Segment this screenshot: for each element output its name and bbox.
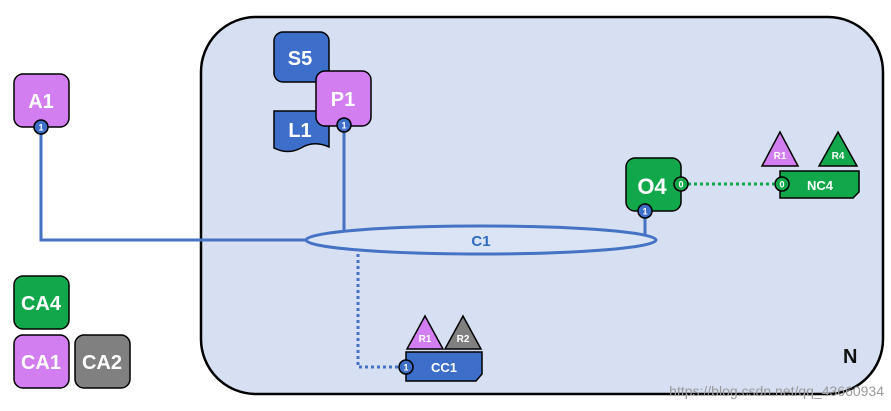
nc4-tag-r1-label: R1 [774, 151, 787, 162]
l1-label: L1 [288, 120, 311, 142]
cc1-node[interactable]: R1 R2 CC1 1 [398, 314, 483, 382]
p1-label: P1 [331, 89, 355, 111]
s5-node[interactable]: S5 [273, 31, 330, 83]
watermark-text: https://blog.csdn.net/qq_43660934 [669, 383, 884, 399]
c1-ring-label: C1 [471, 233, 490, 250]
o4-node[interactable]: O4 0 1 [625, 157, 689, 219]
o4-port-right-number: 0 [678, 180, 683, 190]
a1-to-c1-link [39, 130, 306, 242]
a1-node[interactable]: A1 1 [13, 73, 70, 135]
c1-ring[interactable] [304, 224, 658, 256]
nc4-tag-r1-triangle [760, 130, 800, 167]
cc1-tag-r1-triangle [405, 314, 445, 350]
legend-ca4-label: CA4 [21, 293, 62, 315]
o4-port-bottom-number: 1 [642, 207, 647, 217]
nc4-node[interactable]: R1 R4 NC4 0 [760, 130, 860, 199]
nc4-port-number: 0 [779, 180, 784, 190]
cc1-tag-r2-label: R2 [457, 334, 470, 345]
nc4-label: NC4 [807, 178, 834, 193]
o4-label: O4 [637, 174, 667, 199]
p1-port-number: 1 [341, 121, 346, 131]
cc1-port-number: 1 [403, 363, 408, 373]
legend-ca1-label: CA1 [21, 352, 61, 374]
p1-port[interactable] [336, 117, 352, 133]
legend-ca2[interactable]: CA2 [74, 334, 131, 389]
p1-node[interactable]: P1 1 [315, 70, 372, 133]
cc1-label: CC1 [431, 360, 457, 375]
o4-port-right[interactable] [673, 176, 689, 192]
a1-label: A1 [28, 91, 54, 113]
cc1-tag-r1-label: R1 [419, 334, 432, 345]
a1-port[interactable] [33, 119, 49, 135]
nc4-port[interactable] [774, 176, 790, 192]
l1-node[interactable]: L1 [273, 110, 330, 153]
network-label: N [843, 346, 857, 368]
legend-ca1[interactable]: CA1 [13, 334, 70, 389]
a1-port-number: 1 [38, 123, 43, 133]
nc4-tag-r4-label: R4 [832, 151, 845, 162]
cc1-tag-r2-triangle [443, 314, 483, 350]
nc4-tag-r4-triangle [817, 130, 859, 167]
legend-ca4[interactable]: CA4 [13, 275, 70, 330]
c1-to-cc1-dotted-link [356, 254, 398, 369]
s5-label: S5 [288, 48, 312, 70]
o4-port-bottom[interactable] [637, 203, 653, 219]
legend-ca2-label: CA2 [82, 352, 122, 374]
cc1-port[interactable] [398, 359, 414, 375]
